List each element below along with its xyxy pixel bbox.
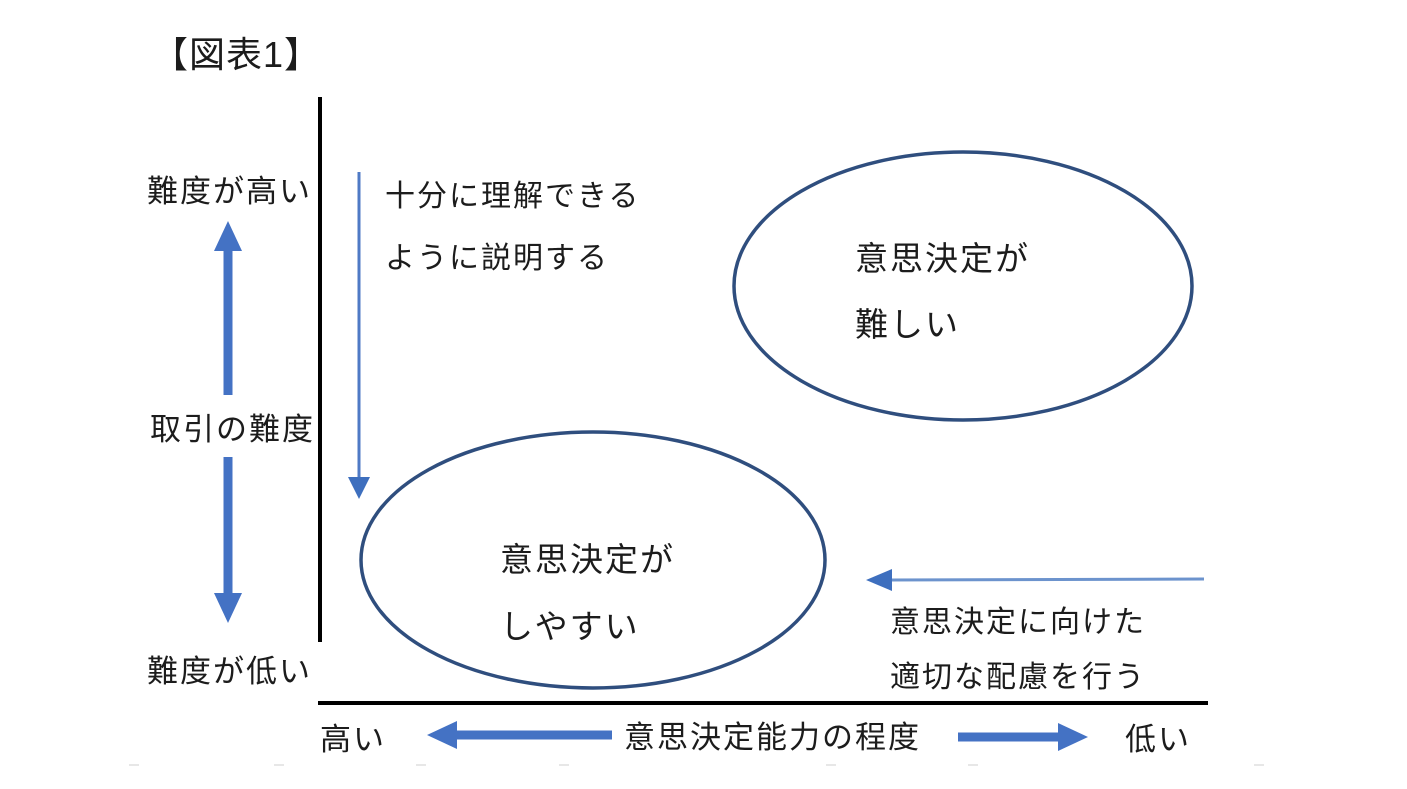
- x-axis-left-label: 高い: [320, 722, 386, 757]
- consideration-annotation: 意思決定に向けた 適切な配慮を行う: [890, 595, 1146, 705]
- consideration-annotation-line2: 適切な配慮を行う: [890, 661, 1146, 694]
- capacity-left-arrow-icon: [427, 721, 612, 749]
- y-axis-mid-label: 取引の難度: [150, 412, 315, 447]
- explain-annotation-line2: ように説明する: [385, 242, 609, 275]
- figure-title: 【図表1】: [152, 34, 322, 75]
- explain-down-arrow-icon: [348, 172, 370, 499]
- difficulty-down-arrow-icon: [214, 457, 242, 623]
- decision-easy-label: 意思決定が しやすい: [500, 526, 675, 660]
- difficulty-up-arrow-icon: [214, 221, 242, 395]
- y-axis-line: [318, 97, 322, 642]
- y-axis-top-label: 難度が高い: [147, 174, 312, 209]
- decision-hard-line1: 意思決定が: [855, 240, 1030, 277]
- decision-hard-label: 意思決定が 難しい: [855, 226, 1030, 358]
- decision-easy-line1: 意思決定が: [500, 541, 675, 578]
- capacity-right-arrow-icon: [958, 723, 1088, 751]
- explain-annotation-line1: 十分に理解できる: [385, 180, 641, 213]
- explain-annotation: 十分に理解できる ように説明する: [385, 166, 640, 290]
- page-artifact-dashes: [129, 764, 1264, 766]
- consideration-annotation-line1: 意思決定に向けた: [890, 606, 1146, 639]
- y-axis-bottom-label: 難度が低い: [147, 654, 312, 689]
- x-axis-mid-label: 意思決定能力の程度: [624, 720, 921, 755]
- x-axis-right-label: 低い: [1125, 722, 1191, 757]
- decision-easy-line2: しやすい: [500, 608, 640, 645]
- decision-hard-line2: 難しい: [855, 306, 960, 343]
- consideration-left-arrow-icon: [866, 569, 1205, 591]
